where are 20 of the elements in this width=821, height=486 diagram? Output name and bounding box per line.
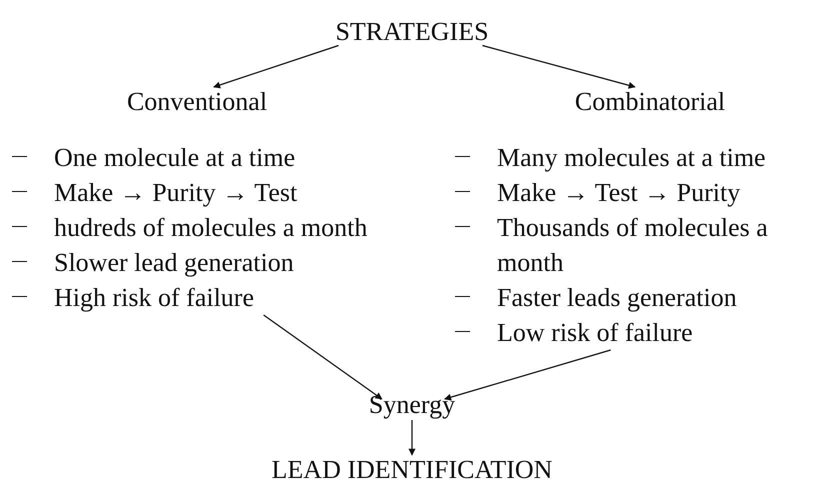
list-item: Low risk of failure bbox=[497, 317, 694, 349]
arrow bbox=[408, 420, 416, 456]
list-item: Make → Test → Purity bbox=[497, 177, 742, 209]
list-item: High risk of failure bbox=[54, 282, 256, 314]
list-item: hudreds of molecules a month bbox=[54, 212, 368, 244]
heading-text: Combinatorial bbox=[574, 87, 726, 117]
heading-text: LEAD IDENTIFICATION bbox=[272, 455, 552, 485]
arrow bbox=[444, 349, 611, 401]
list-item: One molecule at a time bbox=[54, 142, 296, 174]
arrow bbox=[482, 44, 636, 89]
list-item: Make → Purity → Test bbox=[54, 177, 298, 209]
heading-text: STRATEGIES bbox=[335, 17, 489, 47]
heading-text: Conventional bbox=[126, 87, 268, 117]
arrow bbox=[263, 314, 382, 400]
list-item: Many molecules at a time bbox=[497, 142, 767, 174]
arrow bbox=[213, 44, 339, 88]
heading-text: Synergy bbox=[368, 390, 456, 420]
list-item: Thousands of molecules a month bbox=[497, 212, 769, 279]
list-item: Slower lead generation bbox=[54, 247, 295, 279]
list-item: Faster leads generation bbox=[497, 282, 738, 314]
